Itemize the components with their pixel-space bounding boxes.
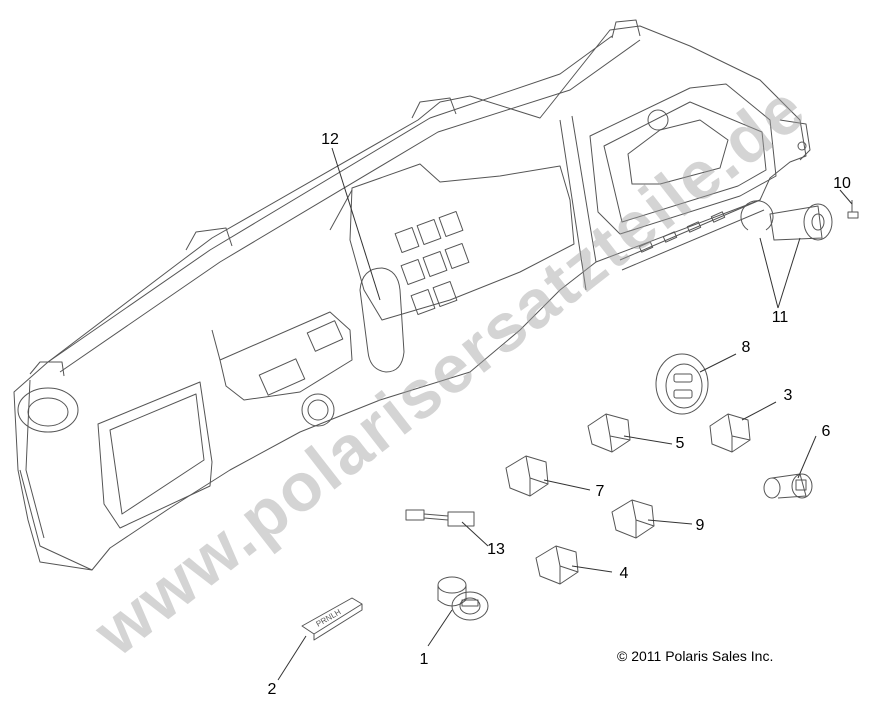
- callout-10: 10: [833, 175, 851, 192]
- leader-lines: [277, 147, 853, 681]
- plug-clip-part: [740, 200, 833, 241]
- callout-13: 13: [487, 541, 505, 558]
- callout-3: 3: [783, 387, 793, 404]
- callout-9: 9: [695, 517, 705, 534]
- callout-12: 12: [321, 131, 339, 148]
- callout-11: 11: [771, 309, 789, 326]
- dashboard-panel: [13, 19, 811, 571]
- shift-indicator-part: PRNLH: [301, 597, 363, 641]
- rocker-switch-5: [587, 413, 631, 453]
- screw-part: [847, 200, 859, 219]
- callout-1: 1: [419, 651, 429, 668]
- rocker-switch-3: [709, 413, 751, 453]
- svg-text:PRNLH: PRNLH: [315, 607, 343, 628]
- rocker-switch-7: [505, 455, 549, 497]
- callout-6: 6: [821, 423, 831, 440]
- rocker-switch-4: [535, 545, 579, 585]
- rocker-switch-9: [611, 499, 655, 539]
- usb-outlet-part: [655, 353, 709, 415]
- copyright-text: © 2011 Polaris Sales Inc.: [617, 648, 774, 664]
- ignition-switch-part: [437, 576, 489, 621]
- callout-5: 5: [675, 435, 685, 452]
- power-point-part: [763, 473, 813, 499]
- callout-2: 2: [267, 681, 277, 698]
- callout-8: 8: [741, 339, 751, 356]
- callout-7: 7: [595, 483, 605, 500]
- harness-connector-part: [405, 509, 475, 527]
- callout-4: 4: [619, 565, 629, 582]
